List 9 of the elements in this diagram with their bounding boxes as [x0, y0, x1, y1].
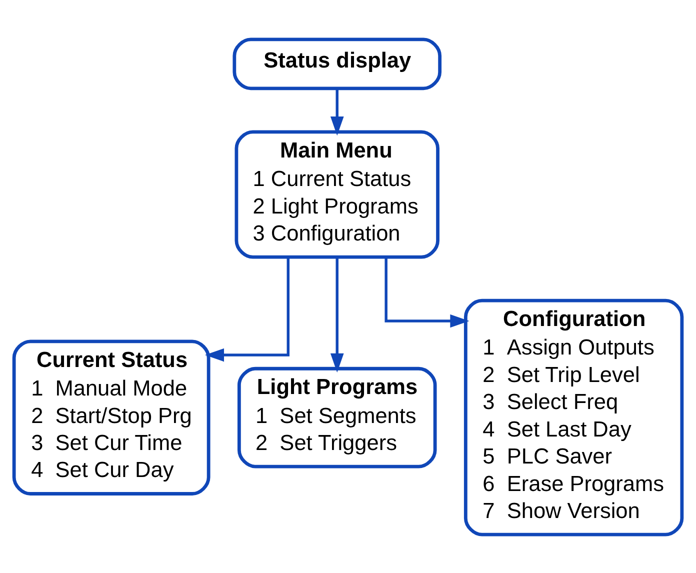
node-box: Main Menu 1 Current Status 2 Light Programs 3 Configuration	[234, 130, 440, 258]
arrow	[330, 256, 344, 372]
node-box: Current Status 1 Manual Mode 2 Start/Stop Prg 3 Set Cur Time 4 Set Cur Day	[12, 339, 210, 495]
arrow	[204, 256, 290, 362]
node-box: Configuration 1 Assign Outputs 2 Set Trip Level 3 Select Freq 4 Set Last Day 5 PLC Saver 6 Erase Programs 7 Show Version	[464, 298, 684, 536]
node-box: Light Programs 1 Set Segments 2 Set Triggers	[237, 366, 437, 468]
arrow	[384, 256, 470, 328]
node-box: Status display	[232, 37, 442, 90]
arrow	[330, 88, 344, 136]
